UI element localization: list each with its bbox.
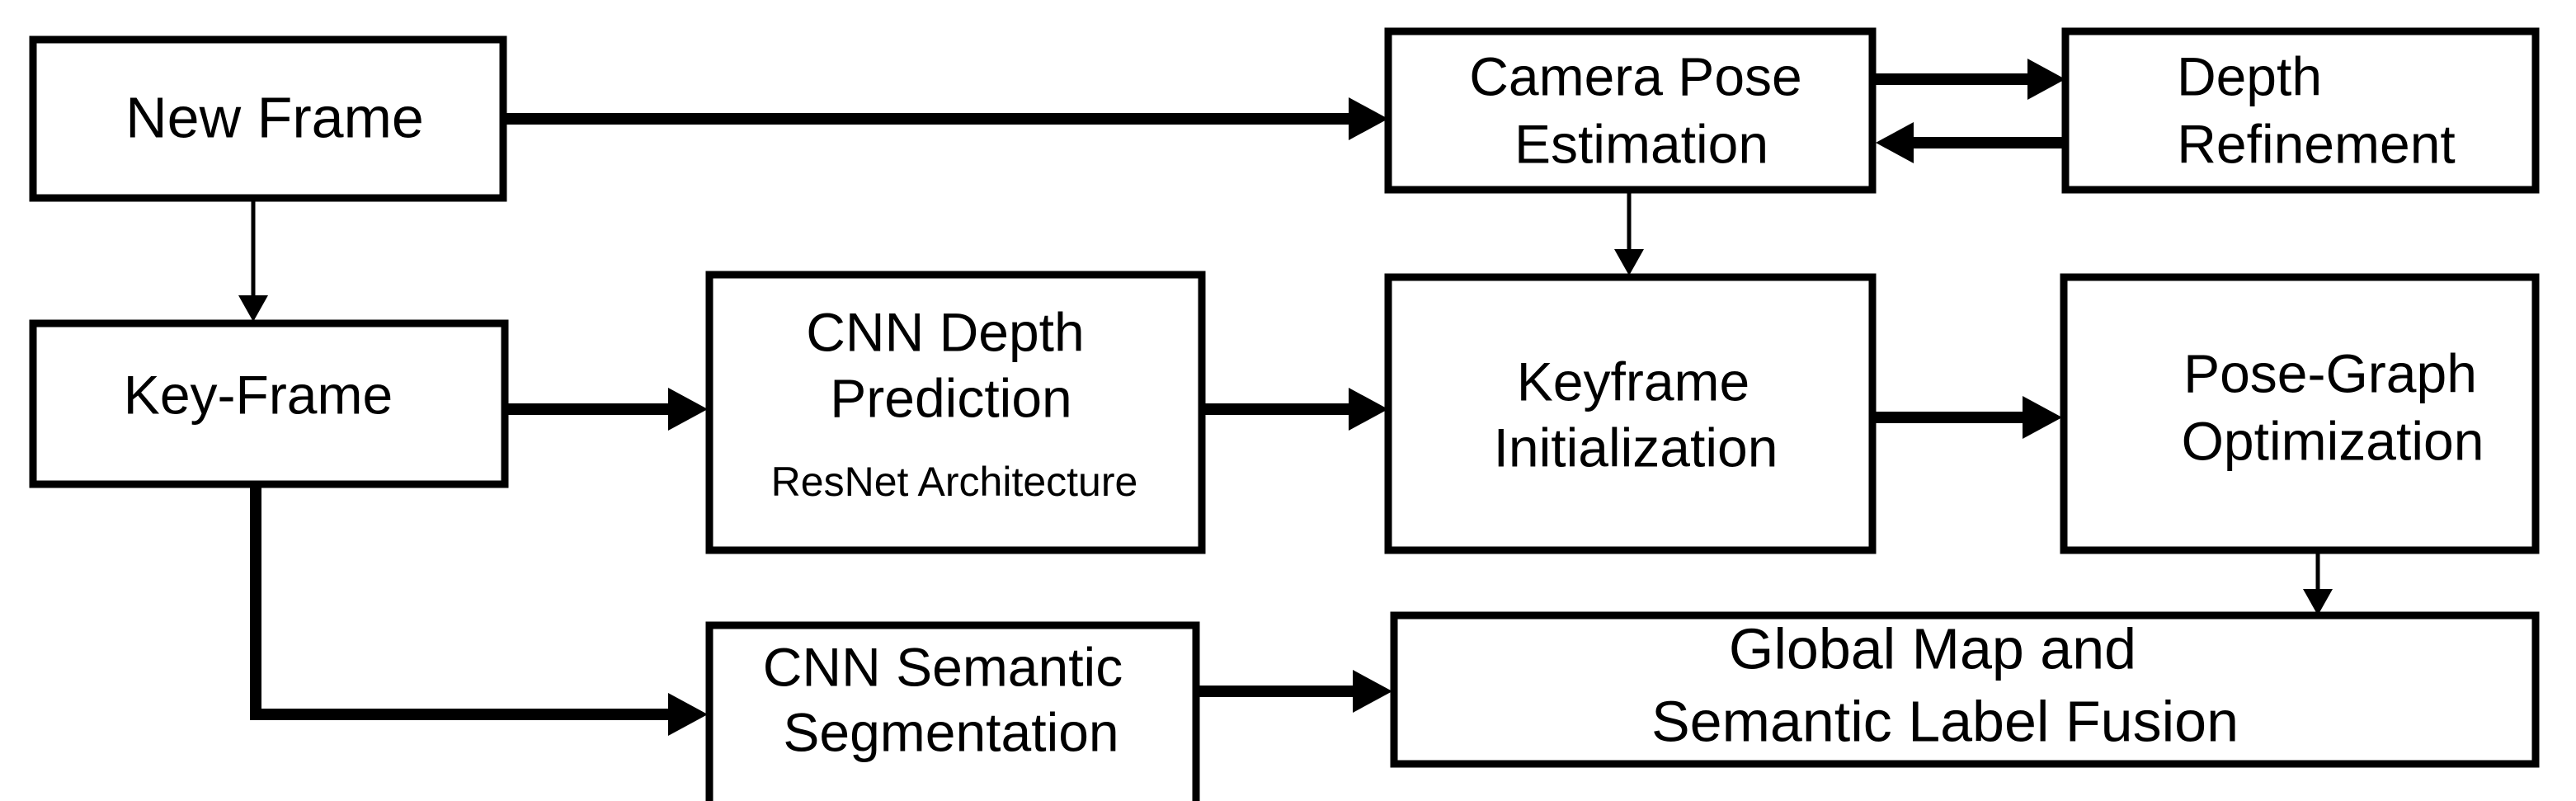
- edge-pose-graph-to-global-map: [2303, 550, 2333, 615]
- edge-depth-refinement-to-camera-pose: [1876, 122, 2064, 163]
- node-depth-refinement-label-1: Depth: [2177, 45, 2322, 106]
- edge-cnn-semantic-to-global-map: [1196, 670, 1392, 713]
- node-depth-refinement: Depth Refinement: [2061, 27, 2540, 194]
- edge-camera-pose-to-keyframe-init: [1614, 190, 1644, 276]
- node-depth-refinement-label-2: Refinement: [2177, 113, 2456, 174]
- node-cnn-depth-label-2: Prediction: [830, 367, 1072, 428]
- edge-new-frame-to-camera-pose: [503, 97, 1388, 140]
- node-keyframe-init: Keyframe Initialization: [1384, 273, 1877, 554]
- node-keyframe-init-label-2: Initialization: [1494, 417, 1778, 478]
- node-cnn-semantic: CNN Semantic Segmentation: [705, 621, 1200, 801]
- node-camera-pose-label-2: Estimation: [1514, 113, 1768, 174]
- edge-cnn-depth-to-keyframe-init: [1202, 388, 1388, 431]
- node-camera-pose: Camera Pose Estimation: [1384, 27, 1877, 194]
- node-keyframe-init-label-1: Keyframe: [1517, 351, 1750, 412]
- node-cnn-depth-label-1: CNN Depth: [806, 301, 1084, 362]
- node-cnn-depth: CNN Depth Prediction ResNet Architecture: [705, 271, 1206, 554]
- node-global-map-label-2: Semantic Label Fusion: [1651, 689, 2239, 753]
- node-new-frame-label: New Frame: [125, 85, 424, 149]
- node-cnn-depth-sublabel: ResNet Architecture: [771, 459, 1138, 505]
- edge-camera-pose-to-depth-refinement: [1872, 59, 2065, 100]
- node-new-frame: New Frame: [29, 35, 507, 202]
- edge-key-frame-to-cnn-depth: [505, 388, 708, 431]
- node-key-frame-label: Key-Frame: [124, 364, 393, 425]
- node-global-map: Global Map and Semantic Label Fusion: [1390, 611, 2540, 768]
- node-camera-pose-label-1: Camera Pose: [1469, 45, 1802, 106]
- edge-key-frame-to-cnn-semantic: [250, 484, 708, 736]
- edge-new-frame-to-key-frame: [238, 198, 268, 322]
- node-pose-graph-label-2: Optimization: [2182, 410, 2484, 471]
- edge-keyframe-init-to-pose-graph: [1872, 396, 2062, 439]
- node-cnn-semantic-label-1: CNN Semantic: [763, 636, 1123, 697]
- edges: [238, 59, 2333, 736]
- node-pose-graph: Pose-Graph Optimization: [2060, 273, 2540, 554]
- node-key-frame: Key-Frame: [29, 319, 509, 488]
- node-cnn-semantic-label-2: Segmentation: [783, 701, 1118, 762]
- node-pose-graph-label-1: Pose-Graph: [2183, 342, 2477, 403]
- node-global-map-label-1: Global Map and: [1729, 616, 2136, 681]
